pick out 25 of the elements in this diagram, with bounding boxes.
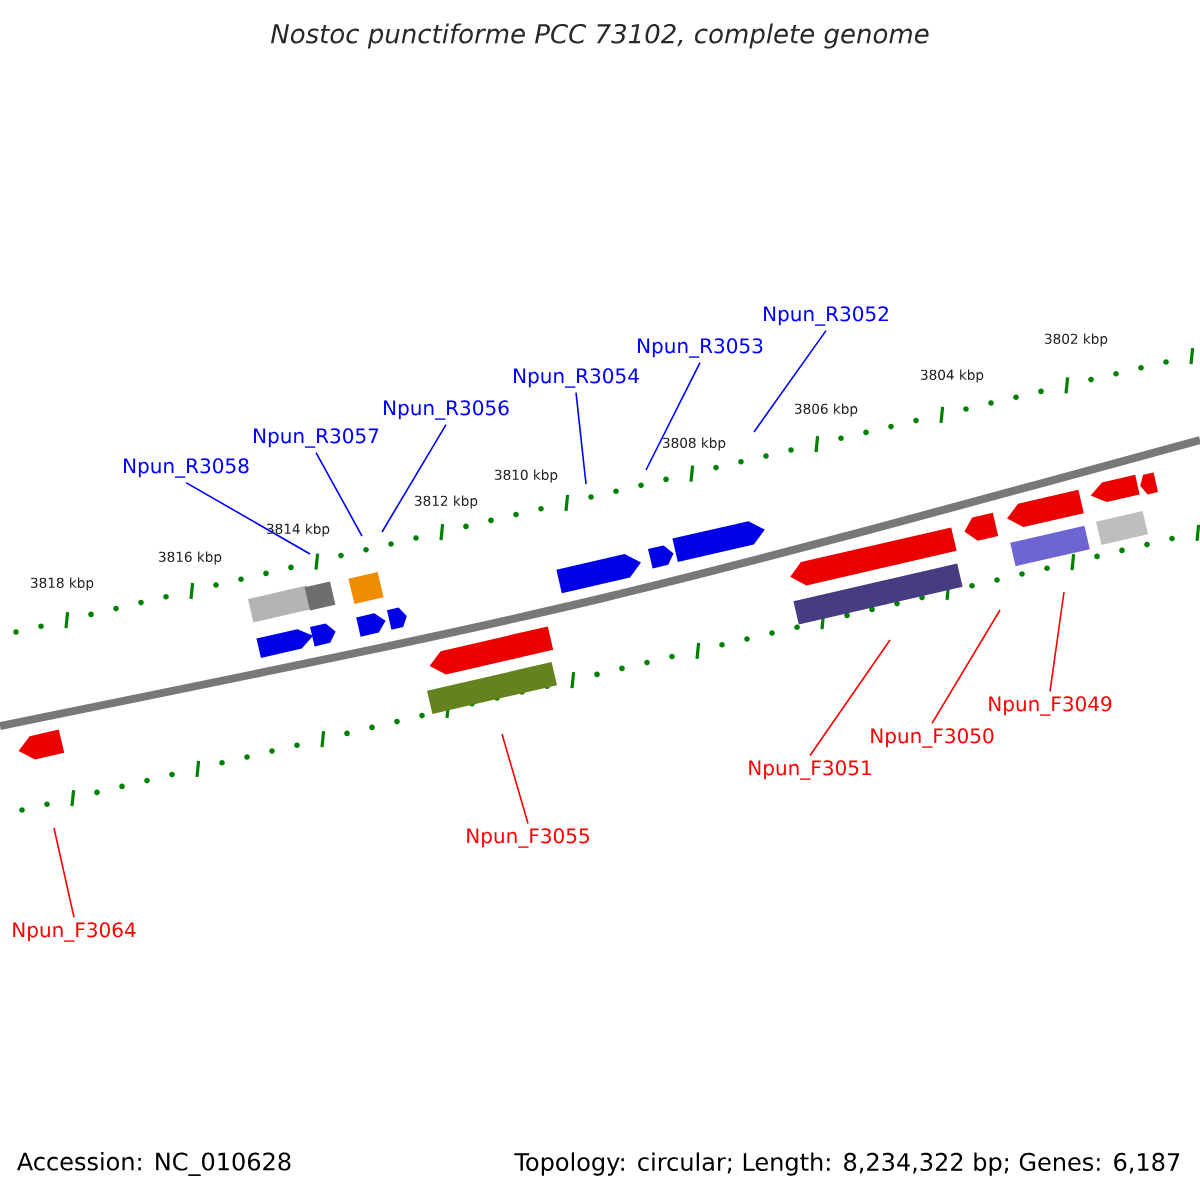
gene-label: Npun_F3051 [749,760,871,780]
leader-line [753,329,827,433]
leader-line [315,451,363,537]
gene-label: Npun_F3055 [467,828,589,848]
leader-line [931,609,1001,725]
title: Nostoc punctiforme PCC 73102, complete genome [270,23,929,49]
footer-text: Topology: circular; Length: 8,234,322 bp; Genes: 6,187 [514,1152,1180,1176]
gene-label: Npun_F3064 [13,922,136,942]
leader-line [1049,591,1065,693]
gene-label: Npun_R3057 [254,428,379,448]
footer-text: Accession: NC_010628 [17,1152,291,1176]
gene-label: Npun_R3058 [124,458,249,478]
leader-line [809,639,891,757]
gene-label: Npun_F3049 [989,696,1112,716]
gene-label: Npun_R3053 [638,338,763,358]
leader-line [185,481,311,555]
leader-line [501,733,529,825]
leader-line [53,827,75,919]
gene-label: Npun_R3056 [384,400,509,420]
leader-line [381,423,447,533]
gene-label: Npun_R3054 [514,368,639,388]
leader-line [575,391,587,485]
gene-label: Npun_F3050 [871,728,994,748]
leader-line [645,361,701,471]
gene-label: Npun_R3052 [764,306,888,326]
